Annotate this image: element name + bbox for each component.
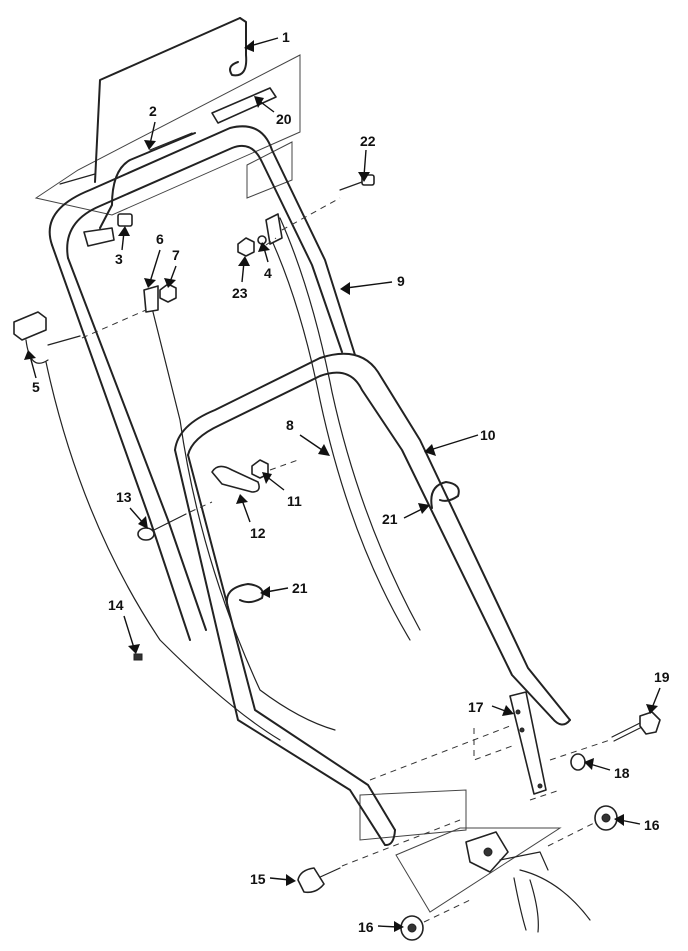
callout-23: 23 [232,285,248,301]
part-20-grip-tube [211,87,277,124]
part-23-nut [237,237,255,257]
callout-22: 22 [360,133,376,149]
callout-10: 10 [480,427,496,443]
part-18-spacer [570,753,586,771]
callout-19: 19 [654,669,670,685]
part-21-cable-tie-upper [430,481,460,509]
part-3-pin [83,213,133,247]
callout-6: 6 [156,231,164,247]
callout-18: 18 [614,765,630,781]
callout-12: 12 [250,525,266,541]
part-21-cable-tie-lower [226,583,264,609]
callout-3: 3 [115,251,123,267]
callout-7: 7 [172,247,180,263]
callout-5: 5 [32,379,40,395]
part-12-cable-guide [211,465,260,493]
part-6-bracket [143,285,159,313]
callout-16-right: 16 [644,817,660,833]
callout-11: 11 [287,493,302,509]
callout-15: 15 [250,871,266,887]
part-5-control-lever [13,311,81,364]
assembly-dashed-lines [81,197,611,923]
part-16-knob-left [400,915,424,941]
deck-bracket [465,831,591,933]
callout-1: 1 [282,29,290,45]
callout-8: 8 [286,417,294,433]
callout-arrows [24,37,661,932]
part-1-bail-wire [59,17,248,185]
callout-9: 9 [397,273,405,289]
callout-16-left: 16 [358,919,374,935]
callout-2: 2 [149,103,157,119]
part-2-control-bar [99,132,196,229]
part-15-shoulder-bolt [297,867,341,894]
part-16-knob-right [594,805,618,831]
callout-21-lower: 21 [292,580,308,596]
cables [45,217,421,741]
part-10-lower-handle [174,352,571,847]
part-14-clip [133,653,143,661]
callout-13: 13 [116,489,132,505]
callout-21-upper: 21 [382,511,398,527]
callout-17: 17 [468,699,484,715]
callout-20: 20 [276,111,292,127]
part-17-lower-bracket [509,691,547,795]
bracket-upper-right [265,213,283,245]
part-22-bolt [339,174,375,191]
part-19-bolt [611,711,661,742]
callout-labels: 1 2 3 4 5 6 7 8 9 10 11 12 13 14 15 16 1… [32,29,670,935]
background-panels [34,54,562,913]
callout-4: 4 [264,265,272,281]
callout-14: 14 [108,597,124,613]
